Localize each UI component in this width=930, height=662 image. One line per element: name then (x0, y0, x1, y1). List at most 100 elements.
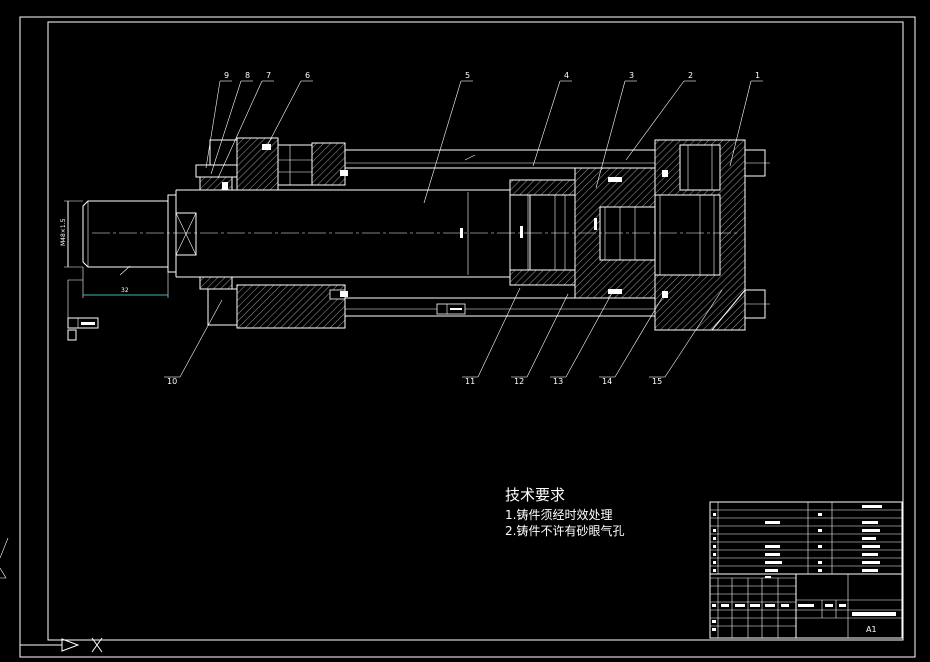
callout-number: 7 (266, 71, 271, 80)
text-mark (781, 604, 789, 607)
rod-collar (167, 194, 177, 273)
left-edge-mark-lower (0, 567, 7, 579)
text-mark (862, 521, 878, 524)
seal-ring-top (195, 164, 238, 178)
callout-4: 4 (532, 71, 572, 167)
piston-seal-top (608, 177, 622, 182)
gland-diagonal-b (175, 212, 197, 256)
text-mark (818, 513, 822, 516)
text-mark (750, 604, 760, 607)
piston-nut-body (529, 194, 576, 271)
front-seal-parts (195, 139, 238, 326)
front-head-top-right (311, 142, 346, 186)
rod-end (82, 194, 177, 276)
text-mark (862, 529, 880, 532)
barrel-port-top (340, 170, 348, 176)
callout-number: 4 (564, 71, 569, 80)
signature-marks (712, 576, 896, 631)
text-mark (862, 569, 878, 572)
text-mark (818, 545, 822, 548)
rear-head-seal-top (662, 170, 668, 177)
seal-body-bottom (199, 276, 233, 290)
rear-head (654, 139, 746, 331)
requirement-item-2: 2.铸件不许有砂眼气孔 (505, 523, 624, 538)
callout-leader (423, 80, 462, 204)
callout-leader (532, 80, 561, 167)
arrow-head (61, 638, 80, 652)
text-mark (713, 545, 716, 548)
callout-7: 7 (217, 71, 274, 179)
callout-12: 12 (511, 293, 569, 386)
sheet-size-label: A1 (866, 625, 877, 634)
callout-number: 12 (514, 377, 524, 386)
text-mark (818, 529, 822, 532)
callout-number: 6 (305, 71, 310, 80)
left-edge-mark (0, 537, 9, 559)
tolerance-value-mark (81, 322, 95, 325)
text-mark (765, 569, 778, 572)
callout-13: 13 (550, 292, 613, 386)
callout-11: 11 (462, 287, 521, 386)
technical-requirements: 技术要求 1.铸件须经时效处理 2.铸件不许有砂眼气孔 (505, 486, 624, 538)
text-mark (712, 620, 716, 623)
outer-border (19, 16, 916, 658)
text-mark (735, 604, 745, 607)
callouts-bottom: 10 11 12 13 14 15 (164, 287, 723, 386)
text-mark (713, 561, 716, 564)
rod-diameter-mark (460, 228, 463, 238)
callout-number: 13 (553, 377, 563, 386)
front-head (236, 137, 346, 329)
piston-rod (175, 189, 510, 278)
parts-list-marks (713, 505, 882, 572)
callout-number: 5 (465, 71, 470, 80)
callout-10: 10 (164, 299, 223, 386)
front-head-bottom (236, 284, 346, 329)
text-mark (713, 537, 716, 540)
text-mark (765, 545, 780, 548)
callouts-top: 9 8 7 6 5 4 3 (205, 71, 763, 204)
piston-nut (509, 179, 576, 286)
tie-bolts (744, 149, 770, 319)
text-mark (712, 628, 716, 631)
gland-symbol (175, 212, 197, 256)
callout-leader (526, 293, 569, 378)
text-mark (713, 553, 716, 556)
callout-number: 10 (167, 377, 177, 386)
text-mark (839, 604, 846, 607)
inner-border (47, 21, 904, 641)
callout-2: 2 (625, 71, 696, 161)
callout-number: 14 (602, 377, 612, 386)
text-mark (862, 553, 878, 556)
text-mark (721, 604, 729, 607)
callout-leader (217, 80, 263, 179)
rear-head-chamfer (711, 289, 746, 331)
front-head-top-left (236, 137, 279, 191)
callout-6: 6 (265, 71, 313, 149)
cross-stroke-b (91, 637, 103, 653)
text-mark (765, 604, 775, 607)
callout-5: 5 (423, 71, 473, 204)
text-mark (818, 569, 822, 572)
roughness-mark (119, 265, 131, 276)
text-mark (862, 505, 882, 508)
seal-retainer-bottom (207, 288, 238, 326)
callout-14: 14 (599, 297, 663, 386)
callout-leader (205, 80, 221, 169)
callout-leader (625, 80, 685, 161)
callout-number: 8 (245, 71, 250, 80)
text-mark (798, 604, 814, 607)
seal-retainer-top (209, 139, 238, 166)
callout-leader (265, 80, 302, 149)
rod-end-outline (82, 200, 169, 268)
text-mark (862, 537, 876, 540)
callout-9: 9 (205, 71, 232, 169)
piston-nut-top (509, 179, 576, 196)
rear-head-body (654, 139, 746, 331)
text-mark (765, 561, 782, 564)
callout-number: 3 (629, 71, 634, 80)
parts-list-grid (710, 502, 902, 575)
callout-leader (595, 80, 626, 189)
barrel-port-bottom (340, 291, 348, 297)
callout-number: 11 (465, 377, 475, 386)
